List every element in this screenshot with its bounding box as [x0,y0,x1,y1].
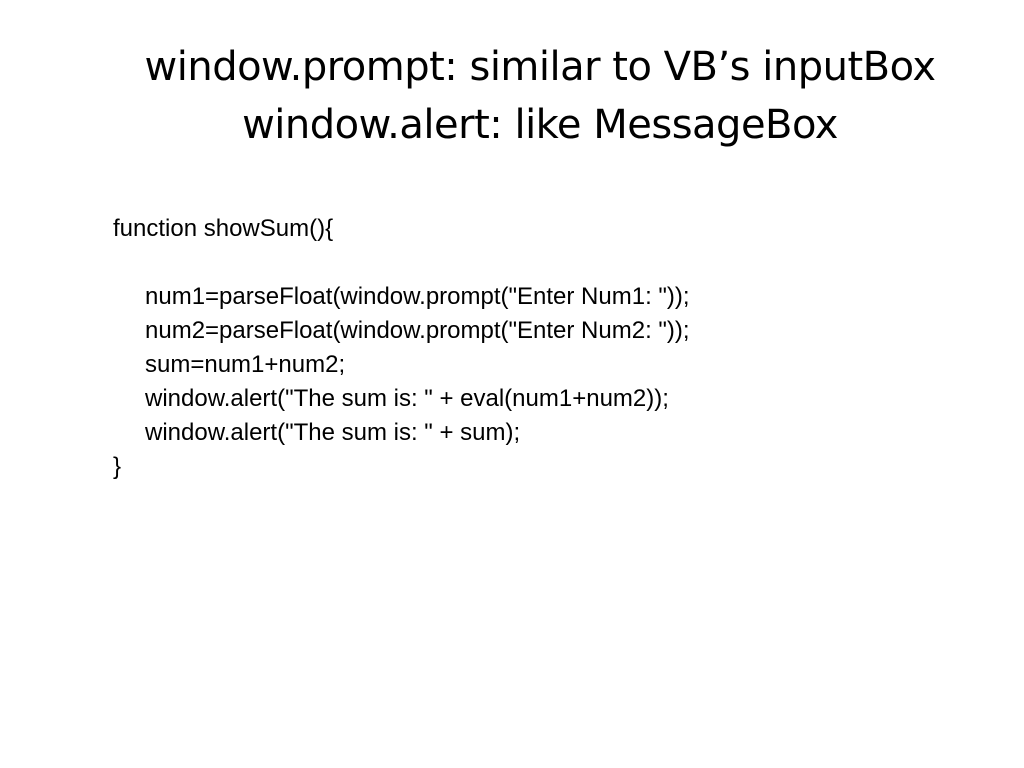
code-blank-line [113,246,973,280]
code-statement-num2: num2=parseFloat(window.prompt("Enter Num… [145,317,690,344]
title-line-1: window.prompt: similar to VB’s inputBox [144,44,936,90]
code-statement-sum: sum=num1+num2; [145,351,346,378]
code-statement-alert-eval: window.alert("The sum is: " + eval(num1+… [145,385,669,412]
code-statement-num1: num1=parseFloat(window.prompt("Enter Num… [145,283,690,310]
code-statement-alert-sum: window.alert("The sum is: " + sum); [145,419,521,446]
code-block: function showSum(){ num1=parseFloat(wind… [113,212,973,484]
code-function-close: } [113,453,122,480]
slide-title: window.prompt: similar to VB’s inputBox … [40,38,1024,154]
code-function-open: function showSum(){ [113,215,334,242]
title-line-2: window.alert: like MessageBox [242,102,838,148]
